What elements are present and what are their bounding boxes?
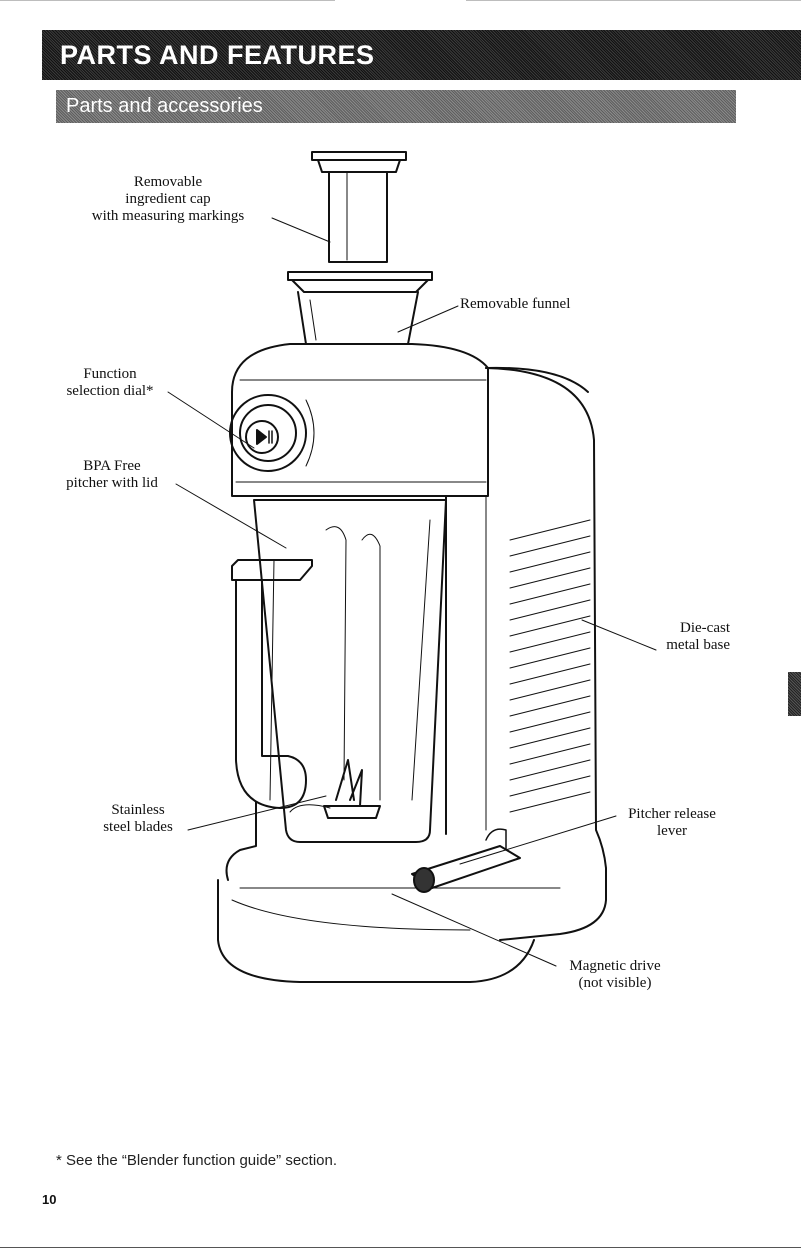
label-blades: Stainless steel blades: [90, 802, 186, 836]
motor-head-drawing: [230, 344, 588, 496]
label-magnetic-drive: Magnetic drive (not visible): [558, 958, 672, 992]
label-ingredient-cap: Removable ingredient cap with measuring …: [60, 174, 276, 225]
label-pitcher: BPA Free pitcher with lid: [40, 458, 184, 492]
label-function-dial: Function selection dial*: [50, 366, 170, 400]
vent-slots: [510, 520, 590, 812]
pitcher-drawing: [254, 500, 446, 842]
label-release-lever: Pitcher release lever: [614, 806, 730, 840]
ingredient-cap-drawing: [312, 152, 406, 262]
label-metal-base: Die-cast metal base: [644, 620, 730, 654]
label-funnel: Removable funnel: [460, 296, 570, 313]
page-number: 10: [42, 1192, 56, 1207]
leader-lines: [168, 218, 656, 966]
funnel-drawing: [288, 272, 432, 344]
footnote: * See the “Blender function guide” secti…: [56, 1152, 337, 1169]
